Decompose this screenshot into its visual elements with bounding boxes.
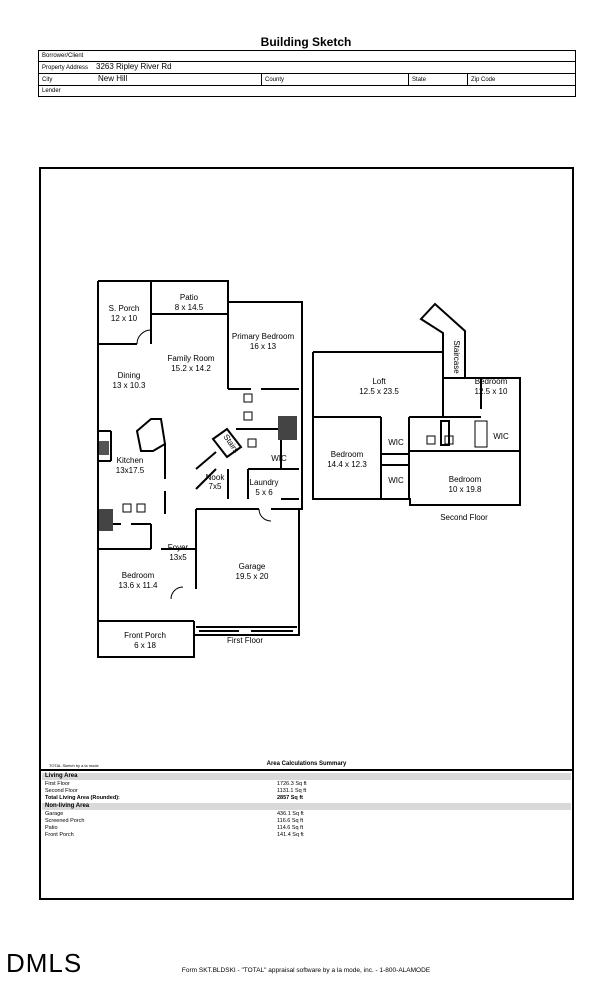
- sketch-credit: TOTAL Sketch by a la mode: [49, 763, 99, 768]
- summary-title: Area Calculations Summary: [266, 761, 347, 767]
- zip-label: Zip Code: [471, 76, 496, 83]
- room-name-family-room: Family Room: [167, 354, 214, 363]
- second-floor-label: Second Floor: [440, 513, 488, 522]
- room-dim-kitchen: 13x17.5: [116, 466, 145, 475]
- form-footer: Form SKT.BLDSKI - "TOTAL" appraisal soft…: [181, 967, 431, 974]
- room-name-foyer: Foyer: [168, 543, 189, 552]
- room-name-nook: Nook: [206, 473, 226, 482]
- room-dim-bedroom-se: 10 x 19.8: [449, 485, 482, 494]
- room-name-s-porch: S. Porch: [109, 304, 140, 313]
- room-name-wic-b: WIC: [388, 476, 404, 485]
- room-name-wic-first: WIC: [271, 454, 287, 463]
- second-floor-outline: [312, 351, 521, 506]
- county-label: County: [265, 76, 285, 83]
- summary-divider: [41, 769, 572, 771]
- room-dim-family-room: 15.2 x 14.2: [171, 364, 211, 373]
- dmls-logo: DMLS: [6, 948, 83, 978]
- room-name-stairs: Stairs: [221, 433, 240, 455]
- room-dim-garage: 19.5 x 20: [236, 572, 269, 581]
- floor-plan-drawing: S. Porch 12 x 10 Patio 8 x 14.5 Primary …: [97, 280, 521, 658]
- room-name-bedroom-se: Bedroom: [449, 475, 482, 484]
- room-dim-bedroom-w: 14.4 x 12.3: [327, 460, 367, 469]
- room-dim-dining: 13 x 10.3: [113, 381, 146, 390]
- room-dim-laundry: 5 x 6: [255, 488, 273, 497]
- room-dim-patio: 8 x 14.5: [175, 303, 204, 312]
- total-living-row: Total Living Area (Rounded):2857 Sq ft: [45, 795, 303, 801]
- address-label: Property Address: [42, 65, 89, 71]
- state-label: State: [412, 76, 427, 83]
- city-value: New Hill: [98, 74, 128, 83]
- room-name-dining: Dining: [118, 371, 141, 380]
- room-name-laundry: Laundry: [250, 478, 279, 487]
- room-name-staircase: Staircase: [452, 340, 461, 374]
- room-name-bedroom-first: Bedroom: [122, 571, 155, 580]
- room-name-bedroom-w: Bedroom: [331, 450, 364, 459]
- page-title: Building Sketch: [260, 35, 352, 49]
- sketch-frame: S. Porch 12 x 10 Patio 8 x 14.5 Primary …: [39, 167, 574, 900]
- room-dim-nook: 7x5: [209, 482, 222, 491]
- living-area-header: Living Area: [42, 773, 571, 780]
- room-dim-bedroom-ne: 12.5 x 10: [475, 387, 508, 396]
- room-dim-s-porch: 12 x 10: [111, 314, 138, 323]
- room-name-loft: Loft: [372, 377, 386, 386]
- room-dim-bedroom-first: 13.6 x 11.4: [119, 581, 159, 590]
- room-name-front-porch: Front Porch: [124, 631, 166, 640]
- property-header-table: Borrower/Client Property Address 3263 Rip…: [38, 50, 576, 97]
- lender-label: Lender: [42, 88, 61, 94]
- room-name-patio: Patio: [180, 293, 199, 302]
- room-name-bedroom-ne: Bedroom: [475, 377, 508, 386]
- first-floor-label: First Floor: [227, 636, 263, 645]
- borrower-label: Borrower/Client: [42, 53, 84, 59]
- room-name-primary-bedroom: Primary Bedroom: [232, 332, 295, 341]
- room-name-wic-a: WIC: [388, 438, 404, 447]
- city-label: City: [42, 77, 53, 83]
- room-name-kitchen: Kitchen: [117, 456, 144, 465]
- room-name-garage: Garage: [239, 562, 266, 571]
- room-dim-loft: 12.5 x 23.5: [359, 387, 399, 396]
- room-dim-primary-bedroom: 16 x 13: [250, 342, 277, 351]
- room-dim-front-porch: 6 x 18: [134, 641, 156, 650]
- room-dim-foyer: 13x5: [169, 553, 187, 562]
- room-name-wic-c: WIC: [493, 432, 509, 441]
- non-living-area-header: Non-living Area: [42, 803, 571, 810]
- address-value: 3263 Ripley River Rd: [96, 62, 172, 71]
